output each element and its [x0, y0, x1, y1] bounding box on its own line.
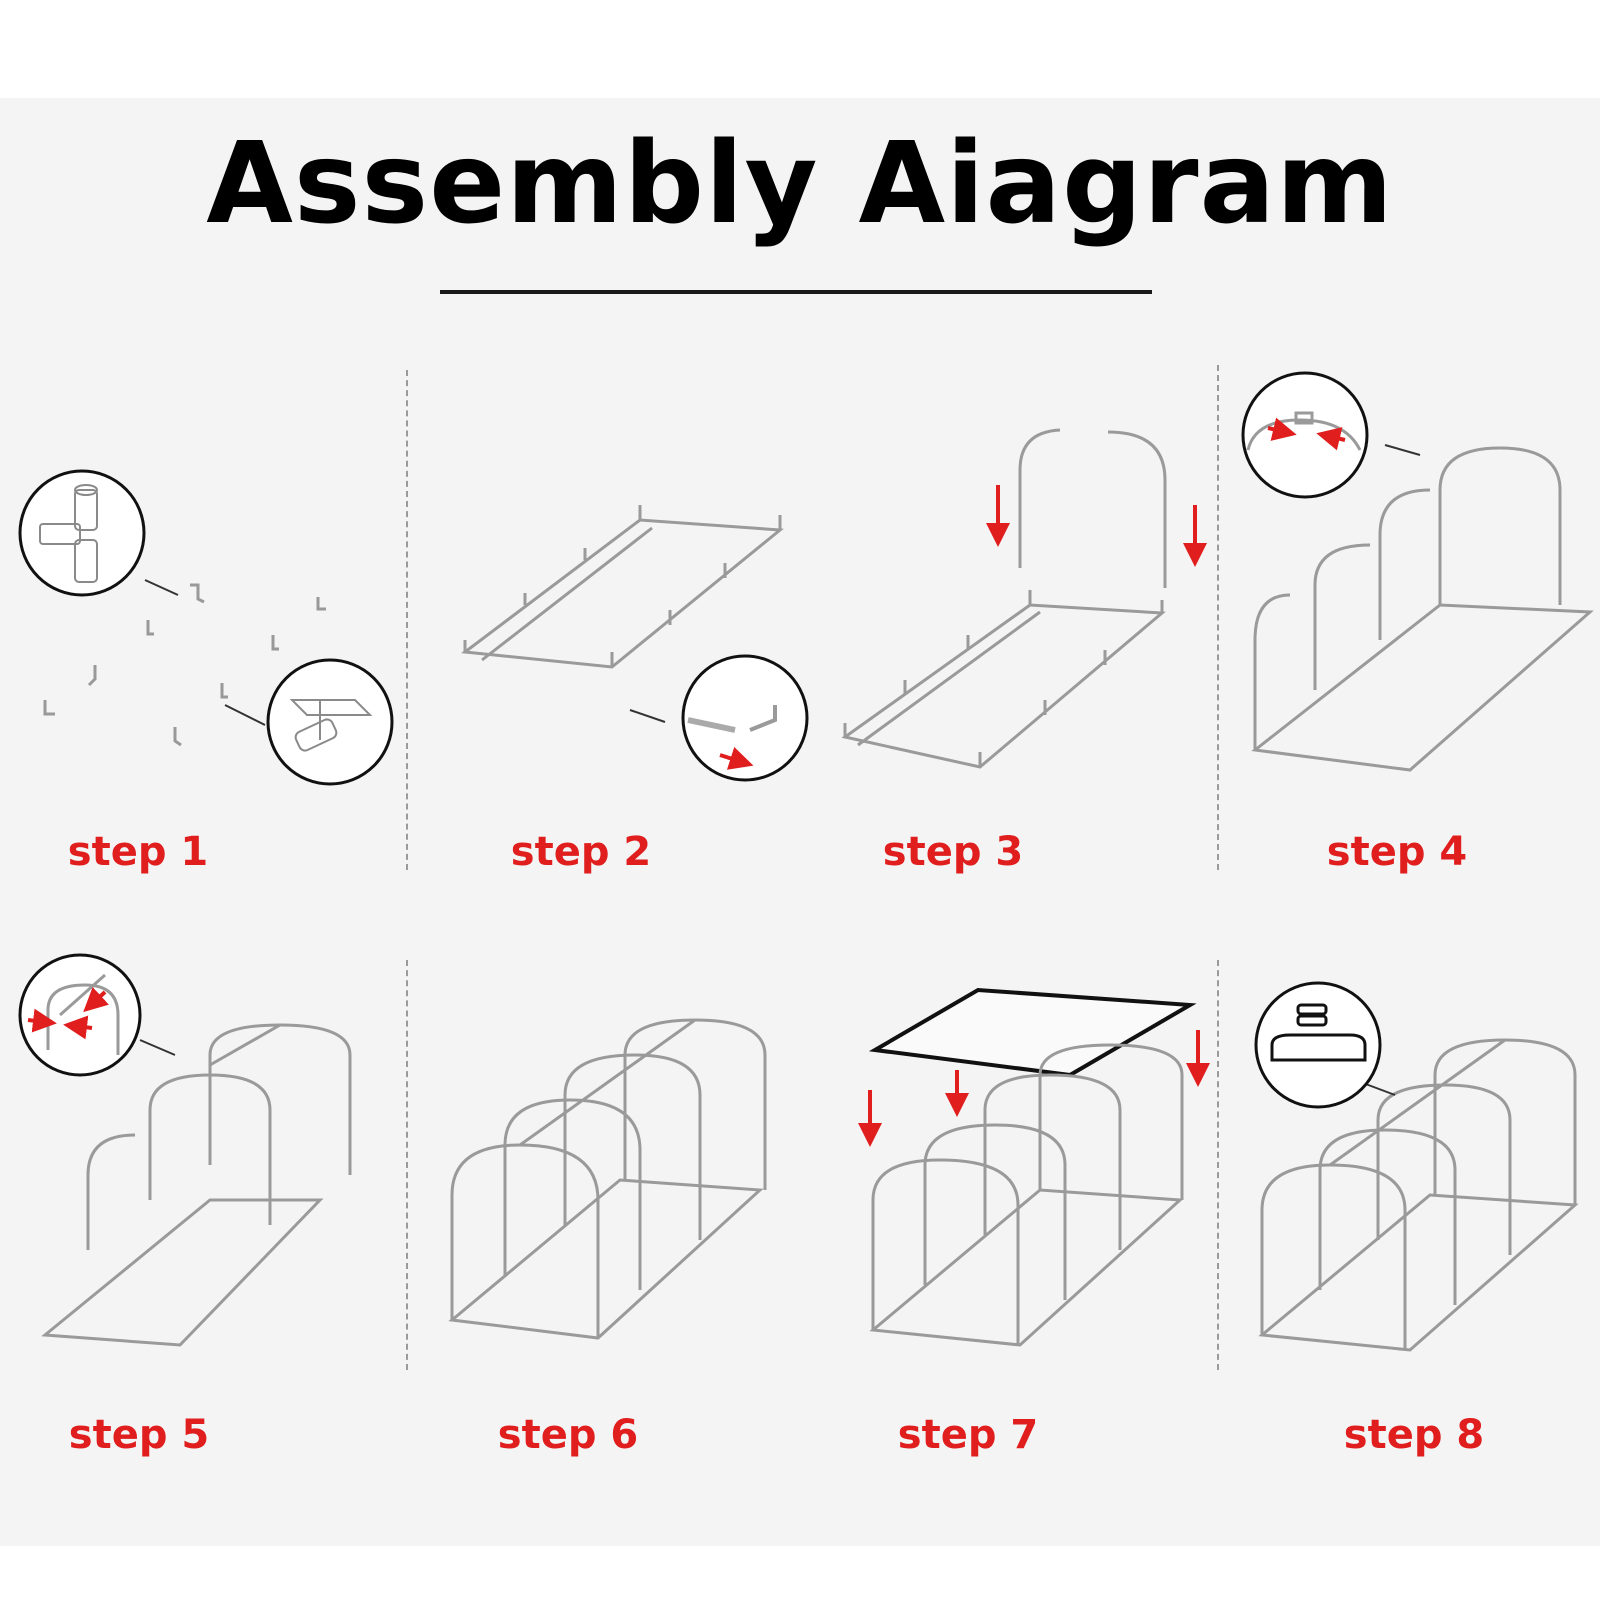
step-7-label: step 7 — [897, 1412, 1039, 1458]
divider — [406, 370, 408, 870]
step-5-illustration — [18, 953, 352, 1347]
clip-zoom-icon — [1254, 981, 1382, 1109]
pipe-join-zoom-icon — [681, 654, 809, 782]
step-6-illustration — [448, 1018, 767, 1340]
connector-parts — [43, 583, 326, 747]
step-1-illustration — [18, 469, 394, 786]
step-7-illustration — [858, 987, 1210, 1347]
tee-connector-zoom-icon — [18, 469, 146, 597]
cross-connector-zoom-icon — [266, 658, 394, 786]
step-6-label: step 6 — [497, 1412, 639, 1458]
step-5-label: step 5 — [68, 1412, 210, 1458]
step-8-illustration — [1254, 981, 1579, 1352]
step-2-label: step 2 — [510, 829, 652, 875]
divider — [1217, 365, 1219, 870]
page-title: Assembly Aiagram — [206, 119, 1394, 249]
title-underline — [440, 290, 1152, 294]
arch-join-zoom-icon — [1241, 371, 1369, 499]
step-4-illustration — [1241, 371, 1594, 772]
divider — [406, 960, 408, 1370]
divider — [1217, 960, 1219, 1370]
step-3-illustration — [841, 428, 1207, 769]
step-2-illustration — [461, 505, 809, 782]
step-1-label: step 1 — [67, 829, 209, 875]
step-3-label: step 3 — [882, 829, 1024, 875]
step-4-label: step 4 — [1326, 829, 1468, 875]
step-8-label: step 8 — [1343, 1412, 1485, 1458]
diagram-background — [0, 98, 1600, 1546]
cross-join-zoom-icon — [18, 953, 142, 1077]
